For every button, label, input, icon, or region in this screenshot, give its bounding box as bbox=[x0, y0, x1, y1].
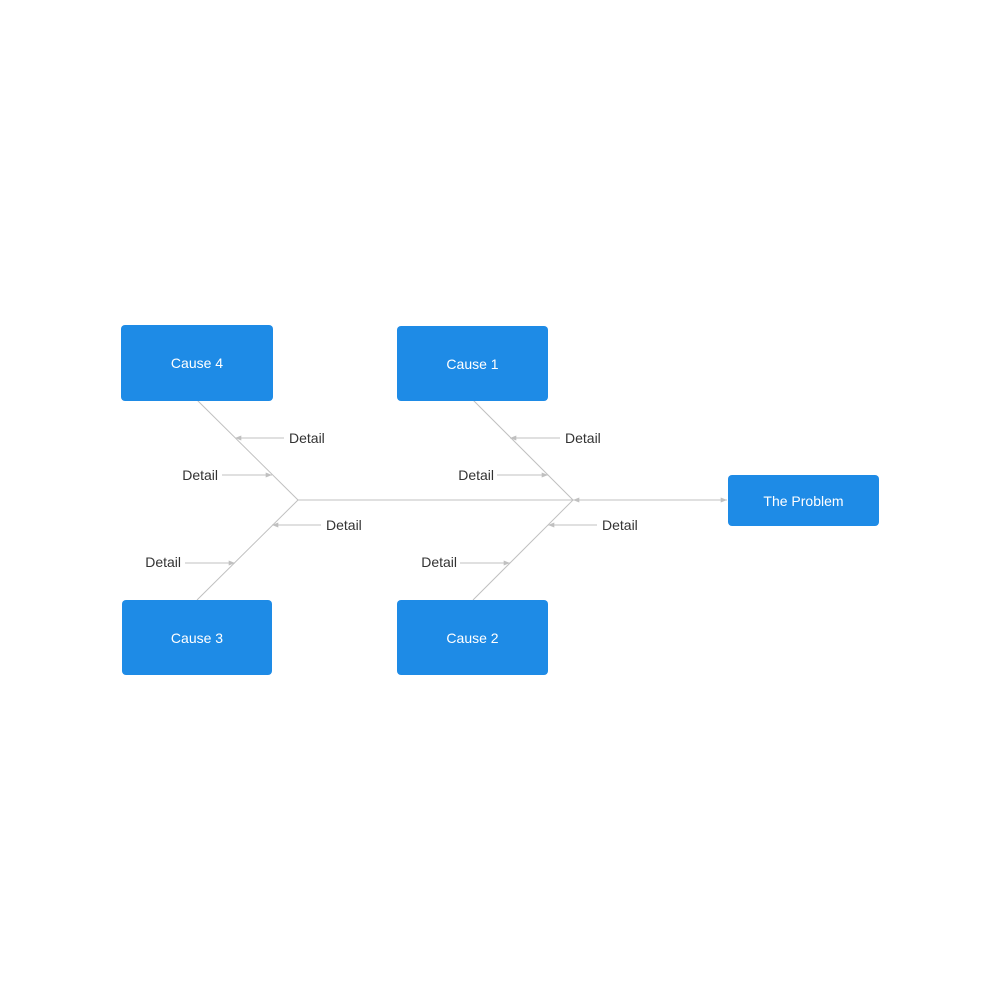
detail-label-c1-lower: Detail bbox=[458, 467, 494, 483]
bone-cause-4 bbox=[196, 399, 299, 501]
cause-3-box[interactable]: Cause 3 bbox=[122, 600, 272, 675]
detail-label-c2-upper: Detail bbox=[602, 517, 638, 533]
bone-cause-2 bbox=[472, 499, 574, 601]
cause-4-label: Cause 4 bbox=[170, 355, 224, 371]
cause-2-box[interactable]: Cause 2 bbox=[397, 600, 548, 675]
cause-2-label: Cause 2 bbox=[446, 629, 499, 646]
detail-label-c3-upper: Detail bbox=[326, 517, 362, 533]
cause-1-label: Cause 1 bbox=[446, 355, 499, 372]
problem-label: The Problem bbox=[763, 492, 844, 509]
cause-4-box[interactable]: Cause 4 bbox=[121, 325, 273, 401]
cause-3-label: Cause 3 bbox=[170, 629, 224, 646]
detail-label-c2-lower: Detail bbox=[421, 554, 457, 570]
detail-label-c4-lower: Detail bbox=[182, 467, 218, 483]
detail-label-c1-upper: Detail bbox=[565, 430, 601, 446]
detail-label-c4-upper: Detail bbox=[289, 430, 325, 446]
detail-label-c3-lower: Detail bbox=[145, 554, 181, 570]
bone-cause-3 bbox=[196, 499, 299, 601]
bone-cause-1 bbox=[472, 399, 574, 501]
cause-1-box[interactable]: Cause 1 bbox=[397, 326, 548, 401]
problem-box[interactable]: The Problem bbox=[728, 475, 879, 526]
